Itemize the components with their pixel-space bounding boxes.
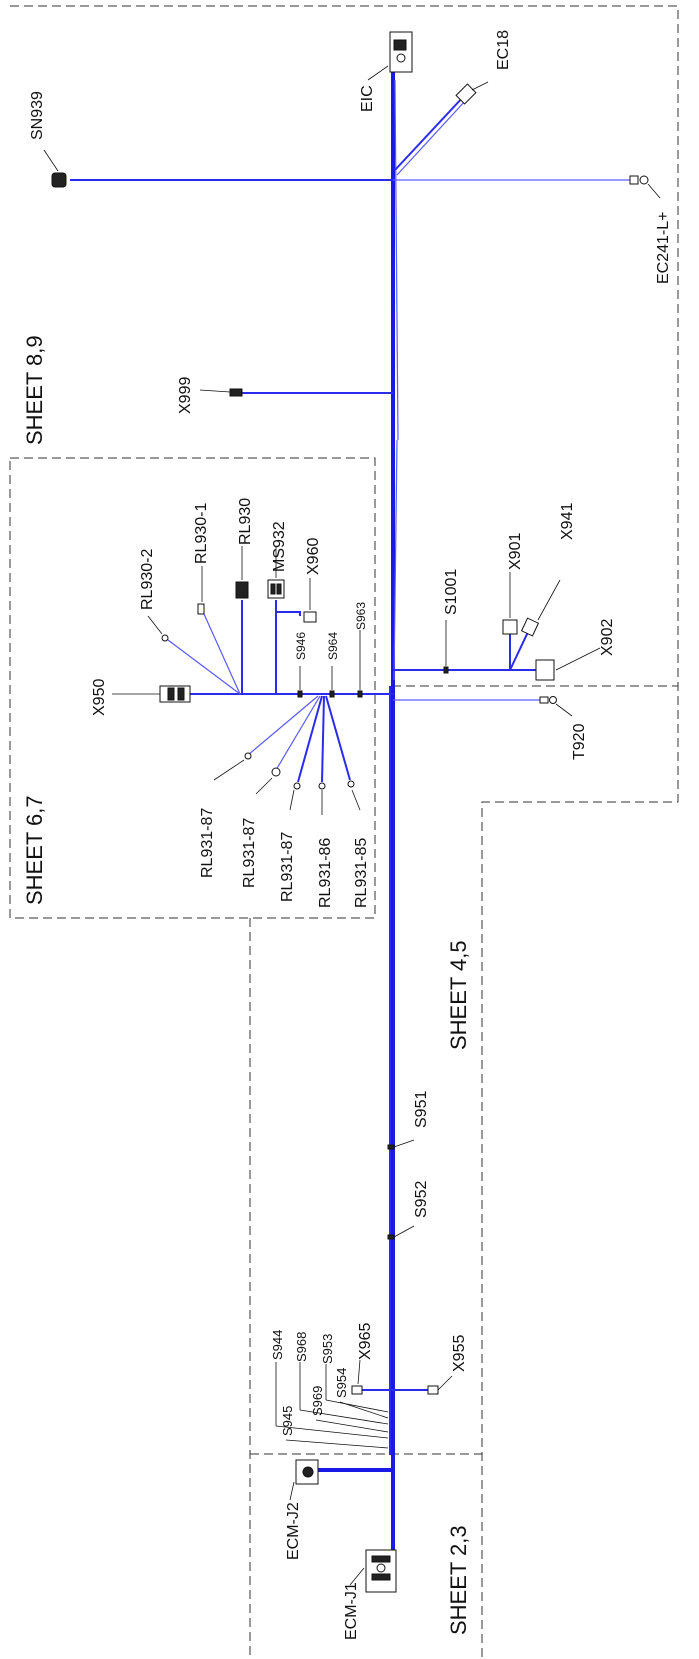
eic-label: EIC [359, 85, 376, 112]
ms932-connector [267, 579, 285, 599]
sheet-2-3-title: SHEET 2,3 [446, 1525, 471, 1635]
x965-label: X965 [357, 1323, 374, 1360]
branch-sn939: SN939 [29, 91, 393, 188]
x902-connector [535, 659, 555, 681]
x955-connector [427, 1385, 439, 1395]
rl930-2-terminal [161, 634, 169, 642]
rl931-87c-terminal [293, 782, 301, 790]
s952-label: S952 [413, 1181, 430, 1218]
s963-label: S963 [354, 602, 368, 630]
x901-connector [502, 619, 518, 635]
branch-s1001-cluster: S1001 X901 X941 X902 [393, 503, 616, 681]
x950-label: X950 [91, 679, 108, 716]
sn939-connector [51, 172, 67, 188]
sheet-6-7-title: SHEET 6,7 [22, 795, 47, 905]
branch-eic: EIC [359, 31, 413, 112]
ec18-connector [455, 83, 477, 105]
x955-label: X955 [451, 1335, 468, 1372]
s944-label: S944 [270, 1330, 285, 1360]
rl930-label: RL930 [237, 498, 254, 545]
x902-label: X902 [599, 619, 616, 656]
x950-connector [159, 685, 191, 703]
rl931-86-terminal [318, 782, 326, 790]
rl931-85-terminal [347, 780, 355, 788]
ec18-label: EC18 [495, 30, 512, 70]
sn939-label: SN939 [29, 91, 46, 140]
branch-ec241: EC241-L+ [393, 175, 672, 285]
sheet-8-9-title: SHEET 8,9 [22, 335, 47, 445]
s951-label: S951 [413, 1091, 430, 1128]
s954-label: S954 [334, 1368, 349, 1398]
branch-ecm-j2: ECM-J2 [285, 1459, 393, 1560]
rl931-87c-label: RL931-87 [279, 832, 296, 902]
sheet-8-9-divider [10, 457, 376, 919]
sheet-4-5-splices: S951 S952 [387, 1091, 430, 1240]
x999-connector [229, 388, 243, 397]
rl931-85-label: RL931-85 [353, 838, 370, 908]
branch-t920: T920 [393, 696, 588, 760]
branch-x999: X999 [177, 377, 393, 414]
x960-label: X960 [305, 538, 322, 575]
ecm-j1-label: ECM-J1 [343, 1582, 360, 1640]
branch-ec18: EC18 [394, 30, 512, 176]
x941-label: X941 [559, 503, 576, 540]
sheet-4-5-lower-splices: S944 S968 S953 S945 S969 S954 [270, 1330, 389, 1449]
rl930-1-terminal [197, 603, 205, 615]
rl931-87b-terminal [271, 767, 281, 777]
s968-label: S968 [294, 1332, 309, 1362]
s945-label: S945 [280, 1406, 295, 1436]
ms932-label: MS932 [271, 521, 288, 572]
sheet-8-9-boundary [10, 5, 679, 1659]
x960-connector [303, 611, 317, 623]
x901-label: X901 [507, 533, 524, 570]
ecm-j2-label: ECM-J2 [285, 1502, 302, 1560]
sheet-boundaries [9, 5, 679, 1659]
branch-x965-x955: X965 X955 [351, 1323, 468, 1395]
s964-label: S964 [326, 632, 340, 660]
s946-label: S946 [294, 632, 308, 660]
main-trunk [389, 62, 399, 1590]
eic-connector [389, 31, 413, 73]
s953-label: S953 [320, 1334, 335, 1364]
branch-x950-cluster: X950 S946 S964 S963 RL930-2 RL930-1 RL93… [91, 498, 393, 908]
rl930-connector [235, 581, 249, 599]
t920-terminal [539, 696, 549, 704]
t920-label: T920 [571, 723, 588, 760]
rl931-87b-label: RL931-87 [241, 818, 258, 888]
rl931-87a-label: RL931-87 [199, 808, 216, 878]
sheet-4-5-title: SHEET 4,5 [446, 940, 471, 1050]
x965-connector [351, 1385, 363, 1395]
x999-label: X999 [177, 377, 194, 414]
ec241-label: EC241-L+ [655, 212, 672, 285]
x941-connector [520, 617, 540, 637]
rl931-86-label: RL931-86 [317, 838, 334, 908]
branch-ecm-j1: ECM-J1 [343, 1549, 397, 1640]
ec241-terminal [629, 175, 639, 185]
s969-label: S969 [310, 1386, 325, 1416]
rl931-87a-terminal [244, 752, 252, 760]
rl930-1-label: RL930-1 [193, 503, 210, 564]
s1001-label: S1001 [443, 569, 460, 615]
rl930-2-label: RL930-2 [139, 549, 156, 610]
